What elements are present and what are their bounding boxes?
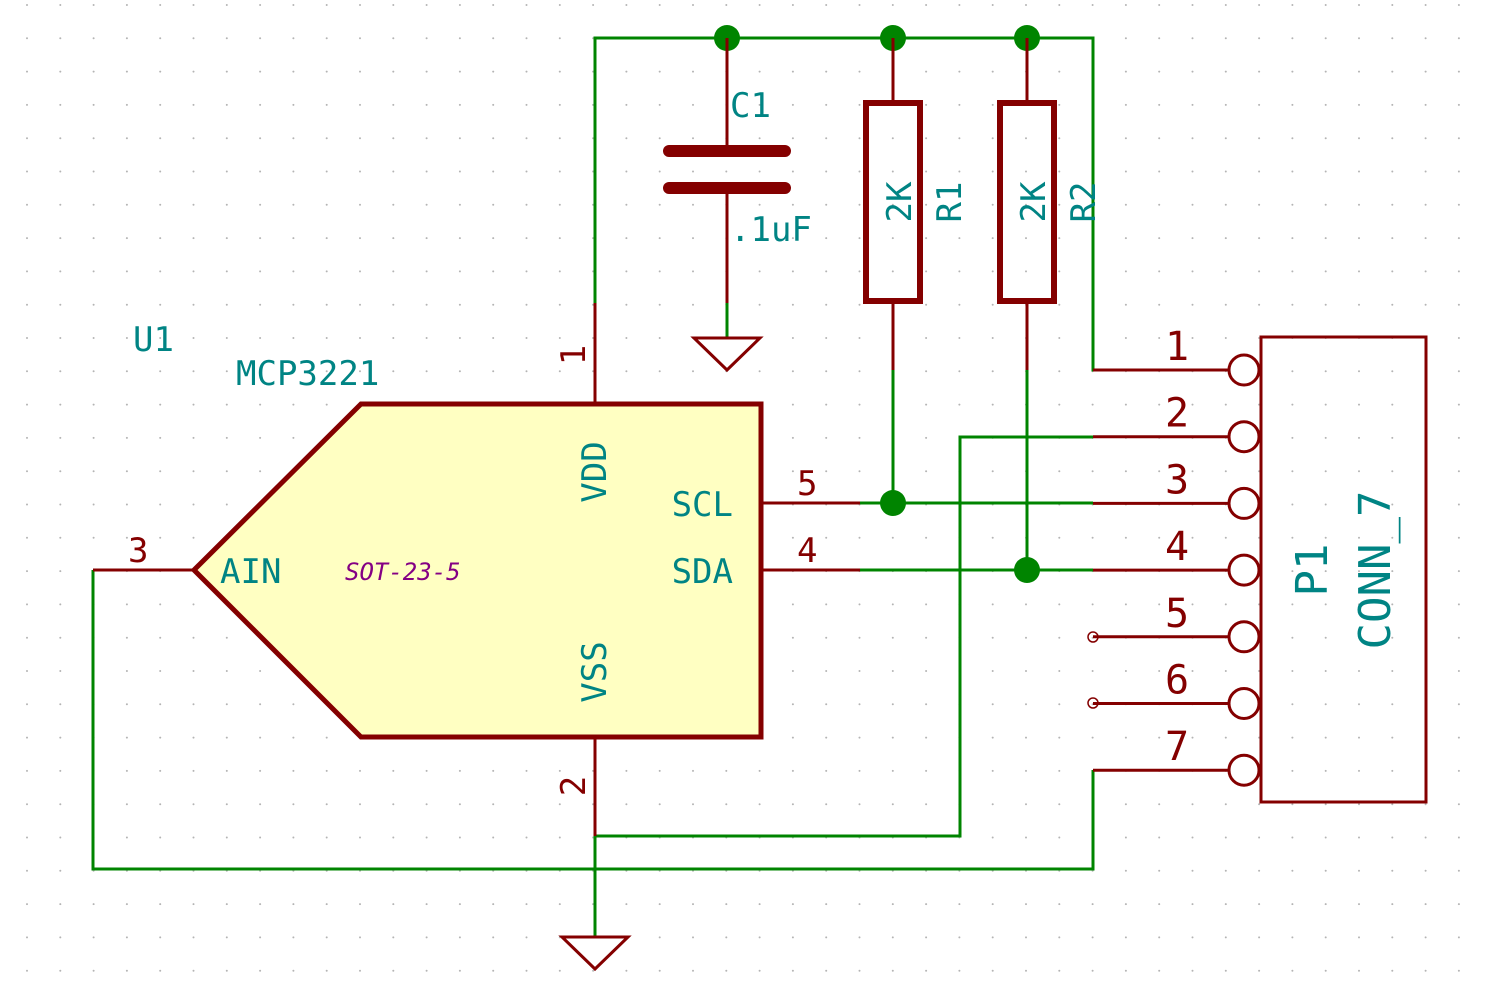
ground-symbol-u1	[558, 935, 632, 972]
u1-pin-number-scl: 5	[797, 464, 817, 504]
ain-net-wire	[91, 570, 1095, 871]
p1-pin-number: 5	[1165, 591, 1189, 637]
p1-pins: 1 2 3 4 5 6 7	[1093, 324, 1261, 787]
r2-value: 2K	[1014, 181, 1054, 222]
r1-value: 2K	[880, 181, 920, 222]
junction-dot	[880, 490, 906, 516]
ground-icon	[558, 935, 632, 972]
p1-pin-socket-icon	[1227, 486, 1261, 520]
ground-symbol-c1	[690, 336, 764, 373]
r2-reference: R2	[1064, 182, 1104, 223]
p1-pin-number: 6	[1165, 658, 1189, 704]
junction-dot	[1014, 557, 1040, 583]
unconnected-pin-icon	[1087, 631, 1099, 643]
p1-pin-socket-icon	[1227, 420, 1261, 454]
resistor-r2[interactable]: 2K R2	[997, 38, 1104, 370]
p1-value: CONN_7	[1350, 491, 1401, 650]
p1-pin-number: 3	[1165, 457, 1189, 503]
ground-icon	[690, 336, 764, 373]
u1-footprint: SOT-23-5	[345, 558, 461, 586]
u1-reference: U1	[133, 320, 174, 360]
c1-value: .1uF	[730, 210, 812, 250]
u1-pin-number-ain: 3	[128, 531, 148, 571]
p1-pin-socket-icon	[1227, 353, 1261, 387]
u1-pin-number-vss: 2	[554, 776, 594, 796]
p1-reference: P1	[1287, 544, 1338, 597]
u1-pin-name-scl: SCL	[672, 485, 733, 525]
resistor-r1[interactable]: 2K R1	[863, 38, 970, 370]
gnd-net-wire	[595, 435, 1093, 838]
p1-pin-number: 1	[1165, 324, 1189, 370]
p1-body	[1259, 335, 1428, 804]
unconnected-pin-icon	[1087, 697, 1099, 709]
r1-body	[863, 100, 923, 304]
p1-pin-number: 7	[1165, 724, 1189, 770]
p1-pin-socket-icon	[1227, 620, 1261, 654]
capacitor-c1[interactable]: C1 .1uF	[663, 38, 812, 303]
u1-pin-name-vss: VSS	[575, 641, 615, 702]
p1-pin-number: 4	[1165, 524, 1189, 570]
u1-pin-name-vdd: VDD	[575, 441, 615, 502]
u1-value: MCP3221	[236, 354, 379, 394]
no-connect-markers	[1087, 631, 1099, 709]
p1-pin-number: 2	[1165, 391, 1189, 437]
r1-reference: R1	[930, 182, 970, 223]
u1-pin-number-sda: 4	[797, 531, 817, 571]
ic-u1[interactable]: U1 MCP3221 SOT-23-5 1 2 3 5 4 VDD VSS AI…	[93, 303, 860, 836]
u1-body	[190, 401, 764, 740]
u1-pin-number-vdd: 1	[554, 345, 594, 365]
r2-body	[997, 100, 1057, 304]
c1-reference: C1	[730, 86, 771, 126]
p1-pin-socket-icon	[1227, 753, 1261, 787]
p1-pin-socket-icon	[1227, 553, 1261, 587]
u1-pin-name-sda: SDA	[672, 552, 733, 592]
p1-pin-socket-icon	[1227, 687, 1261, 720]
u1-pin-name-ain: AIN	[220, 552, 281, 592]
connector-p1[interactable]: 1 2 3 4 5 6 7 P1 CONN_7	[1093, 324, 1428, 804]
